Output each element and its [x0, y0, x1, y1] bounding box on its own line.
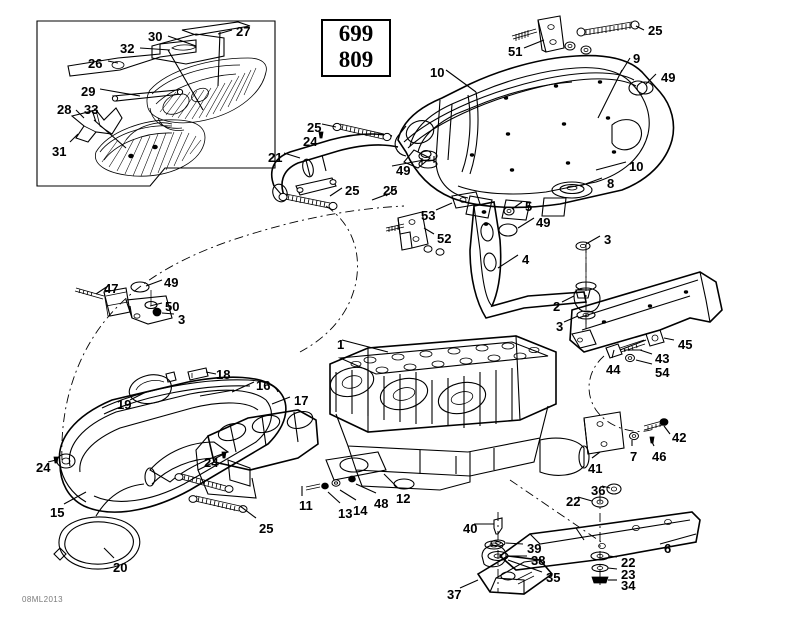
callout-37: 37: [447, 587, 462, 602]
callout-52: 52: [437, 231, 452, 246]
callout-21: 21: [268, 150, 283, 165]
callout-54: 54: [655, 365, 670, 380]
callout-22-lower: 22: [621, 555, 636, 570]
callout-2: 2: [553, 299, 561, 314]
callout-11: 11: [299, 498, 313, 513]
callout-49-left: 49: [164, 275, 179, 290]
callout-10-left: 10: [430, 65, 445, 80]
callout-43: 43: [655, 351, 670, 366]
callout-25-pipe-left: 25: [345, 183, 360, 198]
callout-25-top: 25: [648, 23, 663, 38]
callout-27: 27: [236, 24, 251, 39]
callout-3-lower: 3: [556, 319, 564, 334]
callout-49-upper-right: 49: [661, 70, 676, 85]
callout-50: 50: [165, 299, 180, 314]
callout-29: 29: [81, 84, 96, 99]
callout-45: 45: [678, 337, 693, 352]
callout-13: 13: [338, 506, 353, 521]
callout-35: 35: [546, 570, 561, 585]
callout-10-right: 10: [629, 159, 644, 174]
callout-22-upper: 22: [566, 494, 581, 509]
callout-3-upper: 3: [604, 232, 612, 247]
callout-9: 9: [633, 51, 641, 66]
callout-3-left: 3: [178, 312, 186, 327]
model-badge-809: 809: [321, 47, 391, 77]
callout-1: 1: [337, 337, 345, 352]
callout-25-pipe-top: 25: [307, 120, 322, 135]
callout-51: 51: [508, 44, 523, 59]
callout-32: 32: [120, 41, 135, 56]
callout-34: 34: [621, 578, 636, 593]
callout-14: 14: [353, 503, 368, 518]
callout-26: 26: [88, 56, 103, 71]
callout-20: 20: [113, 560, 128, 575]
callout-28: 28: [57, 102, 72, 117]
callout-39: 39: [527, 541, 542, 556]
callout-6: 6: [664, 541, 672, 556]
callout-44: 44: [606, 362, 621, 377]
callout-47: 47: [104, 281, 119, 296]
callout-24-left: 24: [36, 460, 51, 475]
callout-53: 53: [421, 208, 436, 223]
drawing-reference-code: 08ML2013: [22, 595, 64, 604]
callout-31: 31: [52, 144, 67, 159]
callout-12: 12: [396, 491, 411, 506]
callout-16: 16: [256, 378, 271, 393]
callout-49-pipe: 49: [396, 163, 411, 178]
model-badge-809-label: 809: [338, 47, 374, 72]
callout-36: 36: [591, 483, 606, 498]
callout-49-bracket: 49: [536, 215, 551, 230]
model-badge-699: 699: [321, 19, 391, 51]
callout-24-manifold: 24: [204, 455, 219, 470]
callout-19: 19: [117, 397, 132, 412]
callout-41: 41: [588, 461, 603, 476]
callout-30: 30: [148, 29, 163, 44]
callout-46: 46: [652, 449, 667, 464]
callout-25-manifold: 25: [259, 521, 274, 536]
callout-15: 15: [50, 505, 65, 520]
model-badge-699-label: 699: [338, 21, 374, 46]
callout-17: 17: [294, 393, 309, 408]
callout-48: 48: [374, 496, 389, 511]
callout-4: 4: [522, 252, 530, 267]
callout-25-pipe-right: 25: [383, 183, 398, 198]
callout-18: 18: [216, 367, 231, 382]
callout-33: 33: [84, 102, 99, 117]
callout-42: 42: [672, 430, 687, 445]
callout-24-pipe: 24: [303, 134, 318, 149]
callout-40: 40: [463, 521, 478, 536]
callout-23: 23: [621, 567, 636, 582]
callout-5: 5: [525, 199, 533, 214]
callout-7: 7: [630, 449, 638, 464]
callout-38: 38: [531, 553, 546, 568]
callout-8: 8: [607, 176, 615, 191]
